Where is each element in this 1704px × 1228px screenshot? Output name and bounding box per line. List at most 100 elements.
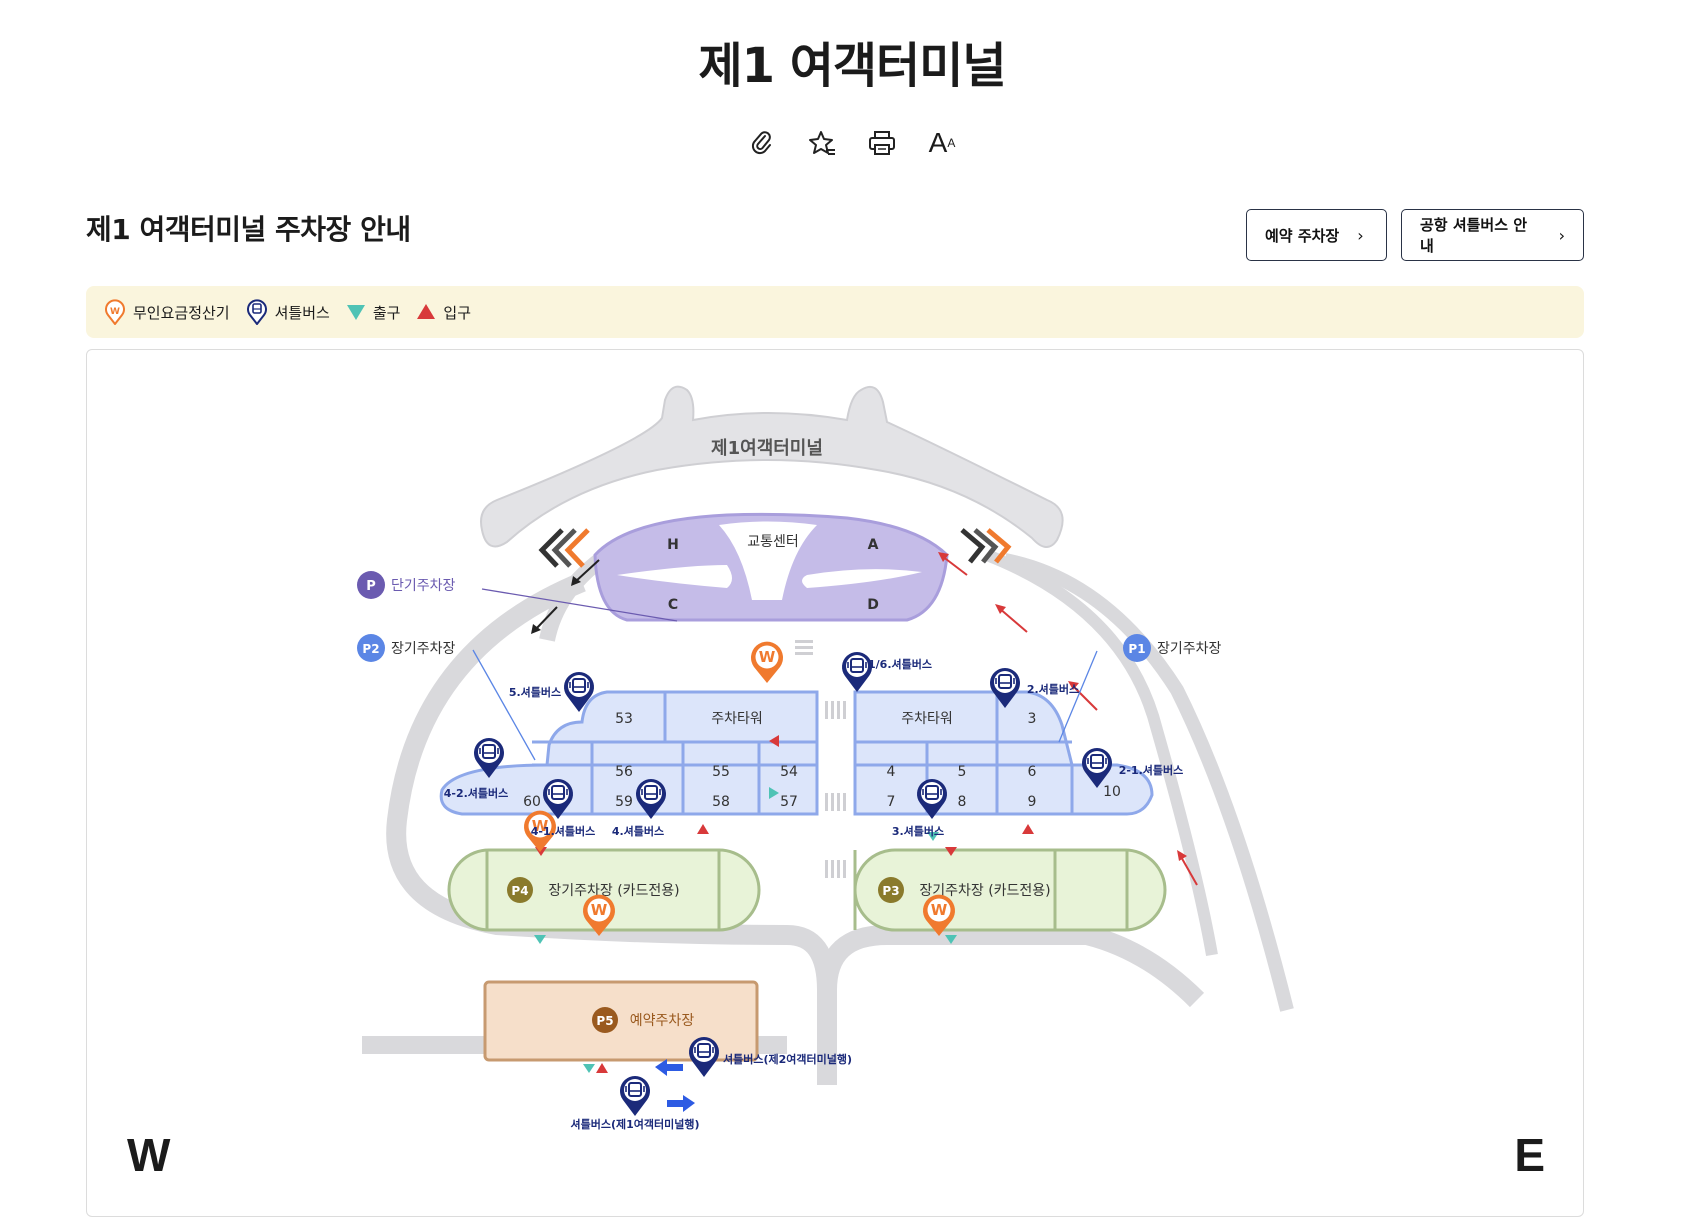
legend-exit: 출구 (346, 302, 401, 323)
short-term-label: 단기주차장 (391, 578, 456, 594)
shuttle-info-button[interactable]: 공항 셔틀버스 안내 › (1401, 209, 1584, 261)
p1-label: 장기주차장 (1157, 641, 1222, 657)
font-size-large: A (928, 127, 948, 158)
payment-machine-icon: W (105, 299, 125, 325)
p4-badge: P4 (511, 884, 528, 898)
direction-chevrons (538, 528, 1012, 568)
paperclip-icon[interactable] (747, 128, 777, 158)
block-57: 57 (780, 794, 798, 810)
terminal-building: 제1여객터미널 (480, 385, 1064, 548)
block-60: 60 (523, 794, 541, 810)
block-5: 5 (958, 764, 967, 780)
font-size-small: A (947, 136, 956, 150)
legend-entrance-label: 입구 (443, 303, 472, 322)
entrance-triangle-icon (769, 735, 779, 747)
shuttle-stop-2: 2.셔틀버스 (1027, 682, 1079, 696)
shuttle-stop-4-1: 4-1.셔틀버스 (531, 824, 596, 838)
star-icon[interactable] (807, 128, 837, 158)
p1-tag: P1 장기주차장 (1123, 634, 1222, 662)
tower-west: 주차타워 (711, 711, 763, 727)
p5-zone: P5 예약주차장 (483, 980, 759, 1062)
shuttle-info-label: 공항 셔틀버스 안내 (1420, 216, 1528, 255)
p2-badge: P2 (362, 642, 379, 656)
zone-c: C (668, 597, 678, 613)
exit-triangle-icon (346, 305, 365, 320)
entrance-triangle-icon (1022, 824, 1034, 834)
entrance-triangle-icon (697, 824, 709, 834)
payment-machine-icon[interactable] (751, 641, 783, 683)
entrance-triangle-icon (596, 1063, 608, 1073)
exit-triangle-icon (945, 935, 957, 944)
zone-a: A (868, 537, 879, 553)
shuttle-bus-icon[interactable] (688, 1036, 720, 1078)
legend-entrance: 입구 (416, 302, 471, 323)
p4-zone: P4 장기주차장 (카드전용) (447, 848, 761, 932)
shuttle-stop-5: 5.셔틀버스 (509, 685, 561, 699)
zone-d: D (867, 597, 879, 613)
transport-center: 교통센터 H A C D (593, 512, 949, 622)
arrow-left-icon (655, 1059, 683, 1076)
shuttle-stop-to-t1: 셔틀버스(제1여객터미널행) (570, 1117, 699, 1131)
exit-triangle-icon (583, 1064, 595, 1073)
shuttle-stop-2-1: 2-1.셔틀버스 (1119, 763, 1184, 777)
block-9: 9 (1028, 794, 1037, 810)
shuttle-stop-to-t2: 셔틀버스(제2여객터미널행) (723, 1052, 852, 1066)
block-58: 58 (712, 794, 730, 810)
shuttle-direction-arrows (655, 1059, 695, 1112)
chevron-right-icon: › (1558, 225, 1565, 245)
short-term-parking-tag: P 단기주차장 (357, 571, 456, 599)
block-59: 59 (615, 794, 633, 810)
block-55: 55 (712, 764, 730, 780)
entrance-triangle-icon (417, 304, 436, 319)
tower-east: 주차타워 (901, 711, 953, 727)
page-title: 제1 여객터미널 (698, 38, 1006, 94)
shuttle-bus-icon[interactable] (619, 1075, 651, 1117)
entrance-triangle-icon (945, 847, 957, 856)
shuttle-stop-3: 3.셔틀버스 (892, 824, 944, 838)
legend-shuttle: 셔틀버스 (246, 299, 330, 325)
p3-badge: P3 (882, 884, 899, 898)
block-54: 54 (780, 764, 798, 780)
transport-center-label: 교통센터 (747, 534, 799, 550)
parking-map: W 제1여객터미널 교통센터 H A C D (86, 349, 1584, 1217)
short-term-badge: P (366, 579, 376, 594)
block-4: 4 (887, 764, 896, 780)
compass-east: E (1514, 1129, 1545, 1181)
shuttle-stop-1-6: 1/6.셔틀버스 (868, 657, 932, 671)
shuttle-bus-icon (246, 299, 267, 325)
p5-badge: P5 (596, 1014, 613, 1028)
crosswalks (795, 640, 846, 878)
section-title: 제1 여객터미널 주차장 안내 (86, 213, 411, 246)
svg-text:W: W (110, 307, 120, 317)
shuttle-stop-4-2: 4-2.셔틀버스 (444, 786, 509, 800)
p3-zone: P3 장기주차장 (카드전용) (853, 848, 1167, 932)
shuttle-stop-4: 4.셔틀버스 (612, 824, 664, 838)
reserve-parking-label: 예약 주차장 (1265, 226, 1340, 245)
chevron-right-icon: › (1357, 225, 1364, 245)
p3-label: 장기주차장 (카드전용) (919, 883, 1050, 899)
legend-exit-label: 출구 (372, 303, 401, 322)
legend-shuttle-label: 셔틀버스 (274, 303, 330, 322)
legend-payment-label: 무인요금정산기 (133, 303, 230, 322)
p2-tag: P2 장기주차장 (357, 634, 456, 662)
reserve-parking-button[interactable]: 예약 주차장 › (1246, 209, 1387, 261)
block-56: 56 (615, 764, 633, 780)
exit-triangle-icon (927, 832, 939, 841)
entry-exit-markers (534, 735, 1034, 1073)
exit-triangle-icon (769, 787, 779, 799)
print-icon[interactable] (867, 128, 897, 158)
block-6: 6 (1028, 764, 1037, 780)
compass-west: W (127, 1129, 171, 1181)
legend-payment: W 무인요금정산기 (104, 299, 230, 325)
block-53: 53 (615, 711, 633, 727)
map-legend: W 무인요금정산기 셔틀버스 출구 입구 (86, 286, 1584, 338)
block-8: 8 (958, 794, 967, 810)
block-7: 7 (887, 794, 896, 810)
block-3: 3 (1028, 711, 1037, 727)
p2-label: 장기주차장 (391, 641, 456, 657)
terminal-label: 제1여객터미널 (711, 438, 823, 459)
block-10: 10 (1103, 784, 1121, 800)
p1-badge: P1 (1128, 642, 1145, 656)
